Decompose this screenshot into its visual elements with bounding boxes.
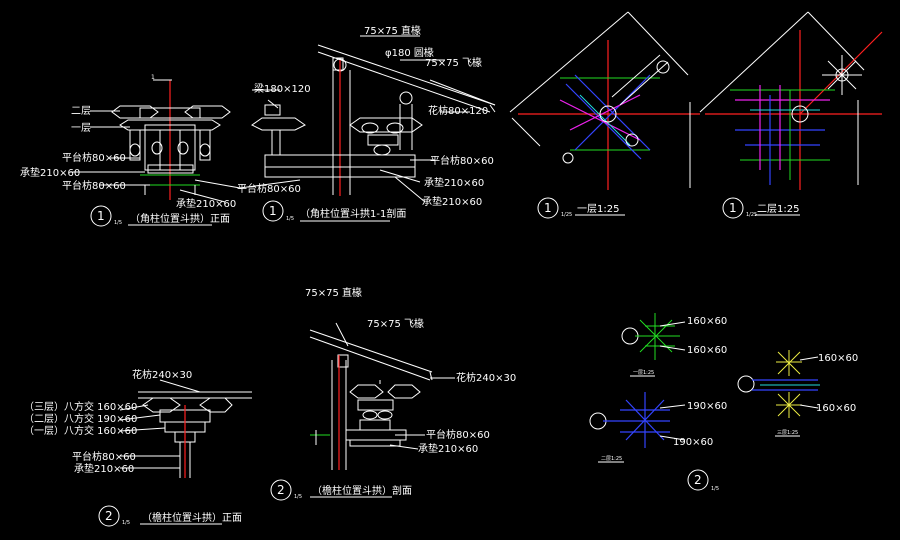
detail-title: （角柱位置斗拱）正面: [130, 212, 230, 225]
detail-scale: 1/25: [561, 212, 572, 218]
detail-title: （檐柱位置斗拱）剖面: [312, 484, 412, 497]
detail-scale: 1/5: [122, 520, 130, 526]
detail-corner-bracket-section: 梁180×120 75×75 直椽 φ180 圆椽 75×75 飞椽 花枋80×…: [237, 24, 496, 222]
detail-eave-bracket-section: 75×75 直椽 75×75 飞椽 花枋240×30 平台枋80×60 承垫21…: [270, 286, 516, 501]
detail-title: （檐柱位置斗拱）正面: [142, 511, 242, 524]
detail-corner-bracket-front: 二层 一层 平台枋80×60 承垫210×60 平台枋80×60 承垫210×6…: [20, 74, 241, 227]
detail-eave-bracket-front: 花枋240×30 （三层）八方交 160×60 （二层）八方交 190×60 （…: [24, 368, 252, 527]
detail-scale: 1/5: [114, 220, 122, 226]
label-bearing-pad: 承垫210×60: [20, 166, 80, 179]
sub-title-first-layer: 一层1:25: [633, 370, 654, 376]
label-platform-beam: 平台枋80×60: [72, 450, 136, 463]
detail-number: 1: [729, 201, 737, 215]
label-third-layer-bottom: 160×60: [816, 403, 856, 414]
label-platform-beam: 平台枋80×60: [62, 151, 126, 164]
label-second-layer-bottom: 190×60: [673, 437, 713, 448]
sub-title-third-layer: 三层1:25: [777, 430, 798, 436]
label-first-layer-bottom: 160×60: [687, 345, 727, 356]
label-beam: 梁180×120: [254, 82, 311, 95]
label-flying-rafter: 75×75 飞椽: [425, 56, 482, 69]
detail-number: 2: [277, 483, 285, 497]
detail-number: 2: [105, 509, 113, 523]
sub-title-second-layer: 二层1:25: [601, 456, 622, 462]
label-platform-beam-2: 平台枋80×60: [237, 182, 301, 195]
label-first-layer-top: 160×60: [687, 316, 727, 327]
detail-title: 二层1:25: [757, 203, 799, 215]
label-second-floor: 二层: [71, 105, 91, 117]
label-platform-beam-2: 平台枋80×60: [62, 179, 126, 192]
label-second-layer-top: 190×60: [687, 401, 727, 412]
detail-title: 一层1:25: [577, 203, 619, 215]
detail-scale: 1/25: [746, 212, 757, 218]
label-first-floor: 一层: [71, 122, 91, 134]
detail-number: 2: [694, 473, 702, 487]
label-platform-beam: 平台枋80×60: [430, 154, 494, 167]
label-straight-rafter: 75×75 直椽: [305, 286, 362, 299]
label-round-rafter: φ180 圆椽: [385, 46, 434, 59]
detail-scale: 1/5: [294, 494, 302, 500]
label-third-layer-top: 160×60: [818, 353, 858, 364]
detail-number: 1: [97, 209, 105, 223]
detail-number: 1: [544, 201, 552, 215]
label-flower-beam: 花枋240×30: [456, 371, 516, 384]
detail-scale: 1/5: [286, 216, 294, 222]
detail-eave-bracket-plans: 160×60 160×60 一层1:25 190×60 190×60 二层1:2…: [589, 313, 858, 492]
label-bearing-pad: 承垫210×60: [418, 442, 478, 455]
detail-first-floor-plan: 1 1/25 一层1:25: [509, 11, 700, 219]
label-bearing-pad-2: 承垫210×60: [176, 197, 236, 210]
detail-title: （角柱位置斗拱1-1剖面: [300, 207, 406, 220]
label-flower-beam: 花枋240×30: [132, 368, 192, 381]
label-bearing-pad-2: 承垫210×60: [422, 195, 482, 208]
label-flying-rafter: 75×75 飞椽: [367, 317, 424, 330]
section-marker: 1: [151, 74, 155, 81]
label-bearing-pad: 承垫210×60: [424, 176, 484, 189]
label-second-layer: （二层）八方交 190×60: [24, 412, 137, 425]
label-platform-beam: 平台枋80×60: [426, 428, 490, 441]
label-third-layer: （三层）八方交 160×60: [24, 400, 137, 413]
label-straight-rafter: 75×75 直椽: [364, 24, 421, 37]
label-bearing-pad: 承垫210×60: [74, 462, 134, 475]
detail-scale: 1/5: [711, 486, 719, 492]
detail-second-floor-plan: 1 1/25 二层1:25: [699, 11, 883, 219]
label-flower-beam: 花枋80×120: [428, 104, 488, 117]
detail-number: 1: [269, 204, 277, 218]
label-first-layer: （一层）八方交 160×60: [24, 424, 137, 437]
